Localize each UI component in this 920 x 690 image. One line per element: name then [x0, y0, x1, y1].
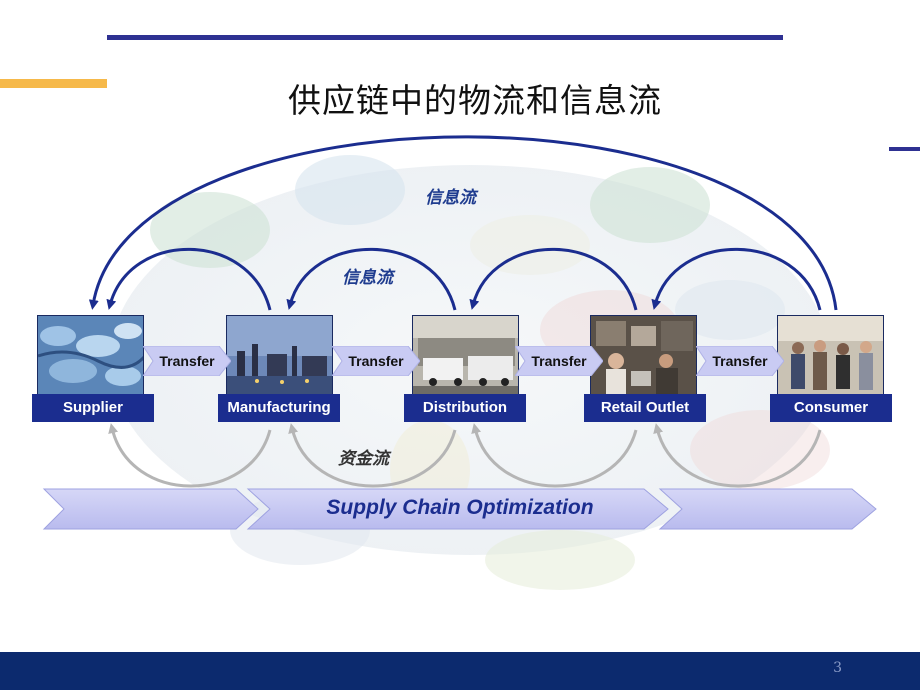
transfer-arrow-2: Transfer: [332, 346, 420, 376]
money-flow-arrow-4: [653, 423, 822, 488]
transfer-label: Transfer: [348, 353, 404, 369]
info-flow-outer-label: 信息流: [425, 188, 476, 208]
money-flow-arrow-2: [288, 423, 457, 488]
right-accent-tick: [889, 147, 920, 151]
info-flow-arrow-2: [286, 247, 457, 311]
accent-bar: [0, 79, 107, 88]
info-flow-arrow-4: [651, 247, 822, 311]
top-rule: [107, 35, 783, 40]
consumer-photo: [777, 315, 884, 395]
footer-bar: 3: [0, 652, 920, 690]
info-flow-outer-arrow: [88, 135, 838, 311]
supplier-photo: [37, 315, 144, 395]
optimization-label: Supply Chain Optimization: [326, 496, 594, 519]
money-flow-arrow-3: [471, 423, 638, 488]
info-flow-arrow-3: [469, 247, 638, 311]
page-number: 3: [833, 660, 842, 676]
transfer-arrow-4: Transfer: [696, 346, 784, 376]
stage-label-supplier: Supplier: [32, 394, 154, 422]
transfer-label: Transfer: [531, 353, 587, 369]
stage-label-retail-outlet: Retail Outlet: [584, 394, 706, 422]
stage-label-manufacturing: Manufacturing: [218, 394, 340, 422]
money-flow-arrow-1: [108, 423, 272, 488]
transfer-arrow-1: Transfer: [143, 346, 231, 376]
stage-label-consumer: Consumer: [770, 394, 892, 422]
money-flow-label: 资金流: [338, 449, 389, 469]
manufacturing-photo: [226, 315, 333, 395]
slide-title: 供应链中的物流和信息流: [288, 81, 662, 120]
distribution-photo: [412, 315, 519, 395]
retail-outlet-photo: [590, 315, 697, 395]
stage-label-distribution: Distribution: [404, 394, 526, 422]
info-flow-inner-label: 信息流: [342, 268, 393, 288]
transfer-label: Transfer: [159, 353, 215, 369]
transfer-label: Transfer: [712, 353, 768, 369]
info-flow-arrow-1: [106, 247, 272, 311]
transfer-arrow-3: Transfer: [515, 346, 603, 376]
